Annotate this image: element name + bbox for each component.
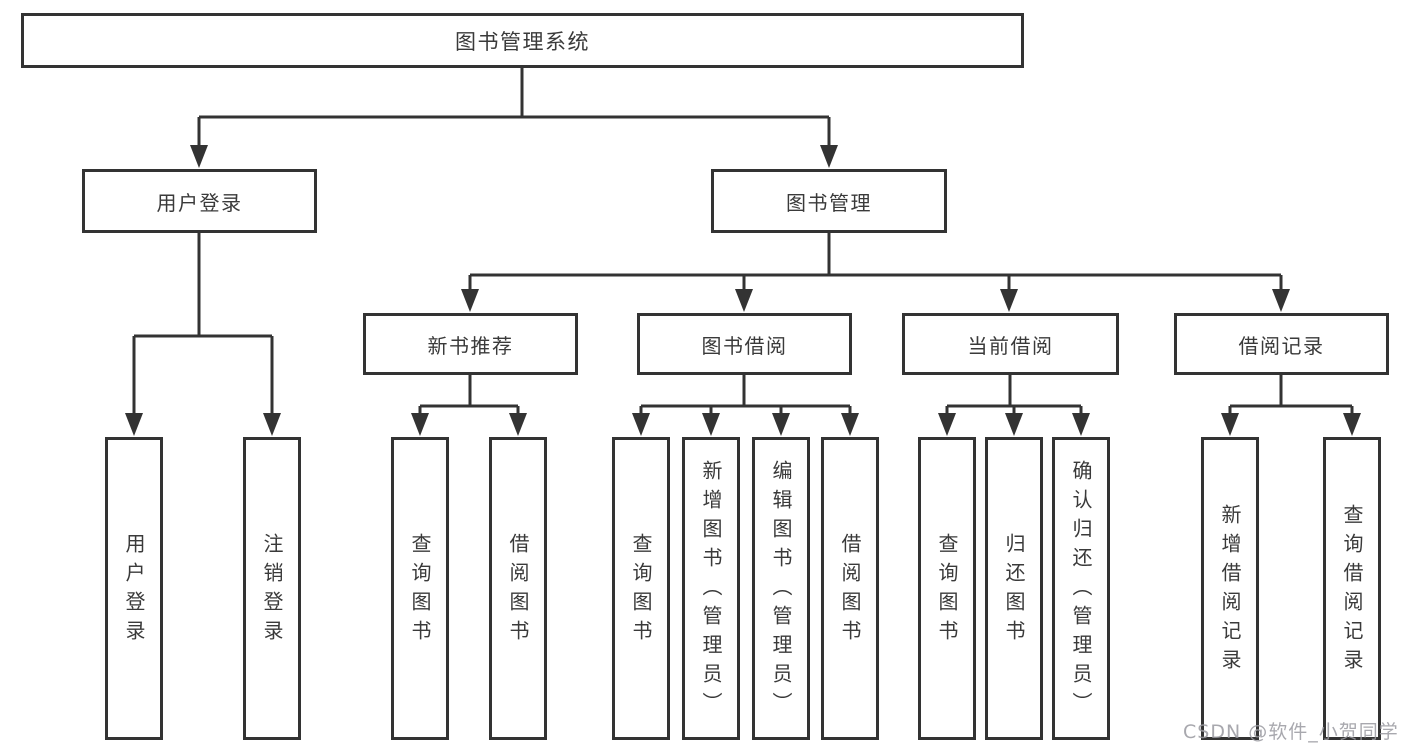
- watermark: CSDN @软件_小贺同学: [1183, 721, 1399, 743]
- leaf-logout: 注销登录: [243, 437, 301, 740]
- arrowhead: [1272, 289, 1290, 312]
- arrowhead: [190, 145, 208, 168]
- leaf-return-book: 归还图书: [985, 437, 1043, 740]
- node-borrow-records: 借阅记录: [1174, 313, 1389, 375]
- leaf-add-book-admin: 新增图书（管理员）: [682, 437, 740, 740]
- arrowhead: [632, 413, 650, 436]
- leaf-user-login: 用户登录: [105, 437, 163, 740]
- arrowhead: [461, 289, 479, 312]
- leaf-add-borrow-record: 新增借阅记录: [1201, 437, 1259, 740]
- connector-book-management-children: [468, 233, 1283, 297]
- leaf-query-books-current: 查询图书: [918, 437, 976, 740]
- connector-root-to-level2: [197, 68, 831, 152]
- arrowhead: [820, 145, 838, 168]
- node-root: 图书管理系统: [21, 13, 1024, 68]
- connector-borrow-records-children: [1228, 375, 1354, 423]
- arrowhead: [772, 413, 790, 436]
- arrowhead: [735, 289, 753, 312]
- arrowhead: [125, 413, 143, 436]
- leaf-query-books-recommend: 查询图书: [391, 437, 449, 740]
- arrowhead: [1000, 289, 1018, 312]
- connector-book-borrow-children: [639, 375, 852, 423]
- leaf-confirm-return-admin: 确认归还（管理员）: [1052, 437, 1110, 740]
- node-book-borrow: 图书借阅: [637, 313, 852, 375]
- leaf-borrow-books-recommend: 借阅图书: [489, 437, 547, 740]
- connector-new-book-children: [418, 375, 520, 423]
- arrowhead: [1072, 413, 1090, 436]
- leaf-query-borrow-record: 查询借阅记录: [1323, 437, 1381, 740]
- arrowhead: [1343, 413, 1361, 436]
- arrowhead: [1005, 413, 1023, 436]
- arrowhead: [263, 413, 281, 436]
- leaf-borrow-books: 借阅图书: [821, 437, 879, 740]
- arrowhead: [411, 413, 429, 436]
- node-current-borrow: 当前借阅: [902, 313, 1119, 375]
- node-user-login: 用户登录: [82, 169, 317, 233]
- arrowhead: [841, 413, 859, 436]
- node-new-book-recommend: 新书推荐: [363, 313, 578, 375]
- leaf-edit-book-admin: 编辑图书（管理员）: [752, 437, 810, 740]
- leaf-query-books-borrow: 查询图书: [612, 437, 670, 740]
- connector-user-login-children: [132, 233, 274, 421]
- arrowhead: [938, 413, 956, 436]
- arrowhead: [509, 413, 527, 436]
- arrowhead: [1221, 413, 1239, 436]
- node-book-management: 图书管理: [711, 169, 947, 233]
- arrowhead: [702, 413, 720, 436]
